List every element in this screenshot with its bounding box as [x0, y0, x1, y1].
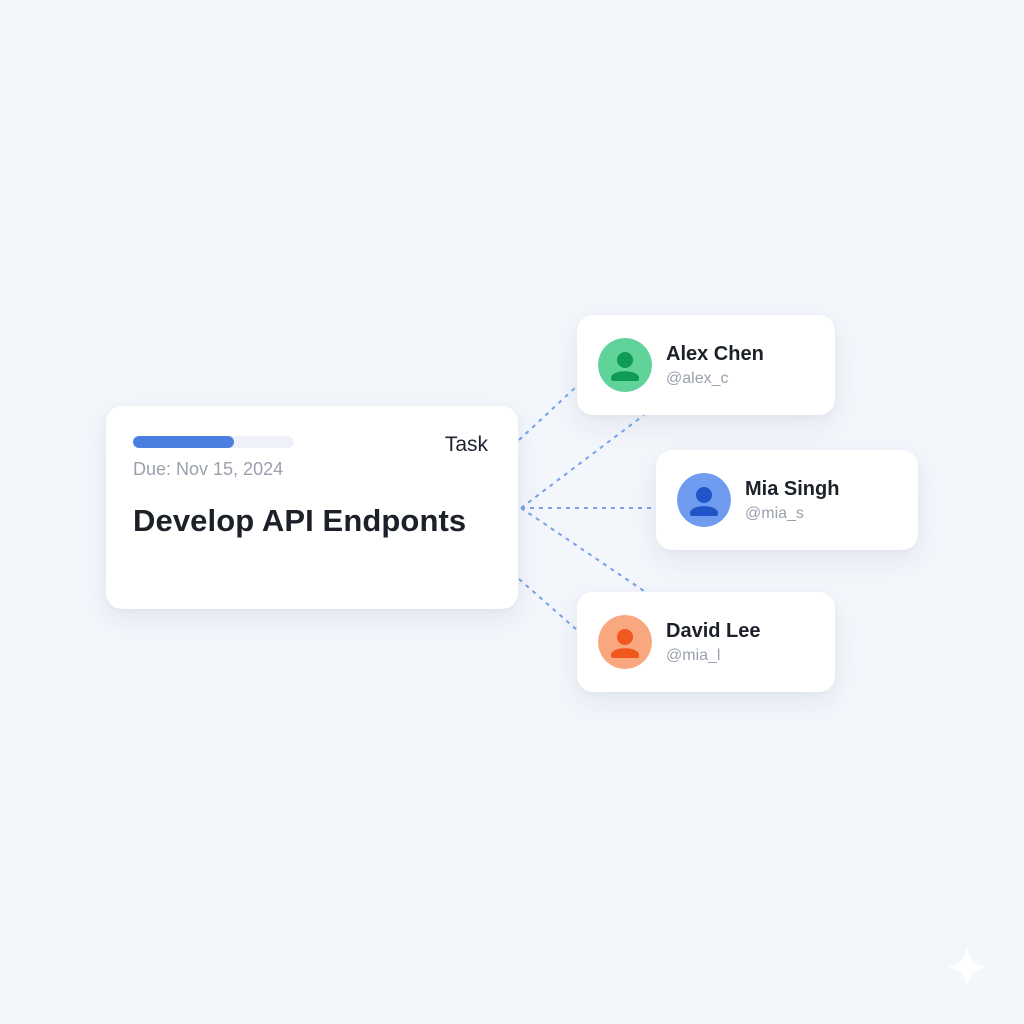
avatar — [598, 615, 652, 669]
assignee-handle: @mia_s — [745, 505, 804, 522]
connector-upper-diagonal — [520, 414, 645, 509]
avatar — [677, 473, 731, 527]
assignee-card-david-lee[interactable]: David Lee @mia_l — [577, 592, 835, 692]
task-due-date: Due: Nov 15, 2024 — [133, 459, 284, 479]
assignee-name: David Lee — [666, 620, 761, 642]
user-icon — [677, 473, 731, 527]
task-title: Develop API Endponts — [133, 503, 467, 538]
connector-top — [518, 385, 578, 441]
task-progress-bar — [133, 436, 294, 448]
sparkle-icon — [946, 946, 988, 988]
avatar — [598, 338, 652, 392]
connector-bottom — [518, 578, 578, 631]
connector-lower-diagonal — [520, 507, 645, 592]
assignee-name: Alex Chen — [666, 343, 764, 365]
assignee-name: Mia Singh — [745, 478, 840, 500]
user-icon — [598, 338, 652, 392]
assignee-handle: @mia_l — [666, 647, 721, 664]
task-type-label: Task — [444, 433, 488, 456]
assignee-handle: @alex_c — [666, 370, 729, 387]
assignee-card-alex-chen[interactable]: Alex Chen @alex_c — [577, 315, 835, 415]
task-card[interactable]: Task Due: Nov 15, 2024 Develop API Endpo… — [106, 406, 518, 609]
user-icon — [598, 615, 652, 669]
assignee-card-mia-singh[interactable]: Mia Singh @mia_s — [656, 450, 918, 550]
task-progress-fill — [133, 436, 235, 448]
